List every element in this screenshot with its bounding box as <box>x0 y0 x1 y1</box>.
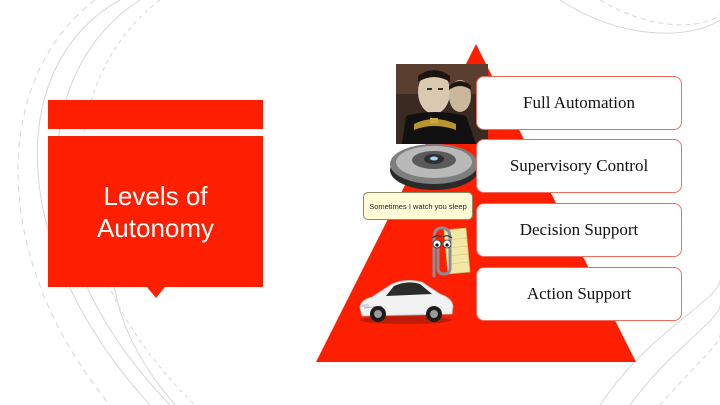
slide-title: Levels of Autonomy <box>96 180 215 243</box>
title-box: Levels of Autonomy <box>48 136 263 287</box>
assistant-speech-bubble: Sometimes I watch you sleep <box>363 192 473 220</box>
level-full-automation: Full Automation <box>476 76 682 130</box>
level-label: Supervisory Control <box>509 156 649 175</box>
electric-car-photo-icon <box>359 280 454 324</box>
level-label: Decision Support <box>519 220 639 239</box>
android-officer-photo-icon <box>396 64 488 144</box>
level-supervisory-control: Supervisory Control <box>476 139 682 193</box>
level-label: Action Support <box>526 284 632 303</box>
title-pointer <box>147 287 165 298</box>
assistant-bubble-text: Sometimes I watch you sleep <box>369 201 467 211</box>
level-action-support: Action Support <box>476 267 682 321</box>
title-accent-bar <box>48 100 263 129</box>
level-decision-support: Decision Support <box>476 203 682 257</box>
robot-vacuum-photo-icon <box>390 144 478 190</box>
paperclip-assistant-photo-icon <box>431 226 471 278</box>
level-label: Full Automation <box>523 93 635 112</box>
